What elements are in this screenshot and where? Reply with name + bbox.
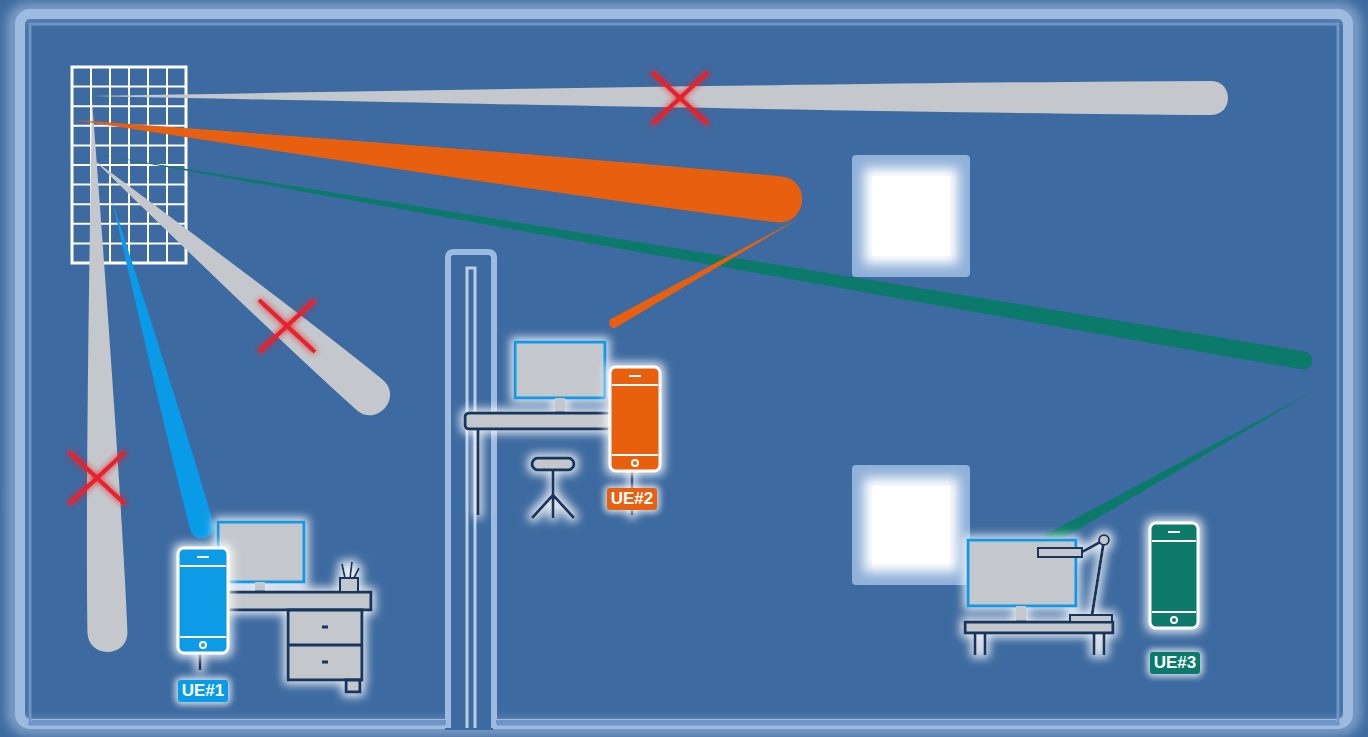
desk-3	[965, 535, 1113, 655]
floor-wall	[32, 720, 1336, 724]
reflected-beam-ue2	[609, 218, 800, 328]
phone-ue3	[1150, 523, 1198, 628]
blocked-mark	[69, 452, 125, 504]
cross-lines	[652, 72, 708, 124]
monitor-stand	[1016, 606, 1026, 622]
phone-button	[632, 460, 638, 466]
antenna-grid-line	[72, 105, 186, 107]
window-frame	[852, 465, 970, 585]
blocked-mark	[259, 300, 315, 352]
phone-ue1	[178, 548, 228, 653]
pen-cup	[340, 578, 358, 592]
antenna-grid-line	[72, 184, 186, 186]
window-pane	[872, 486, 950, 564]
partition-gap	[445, 254, 493, 730]
beam-ue1	[112, 200, 214, 538]
monitor	[218, 522, 304, 582]
pens	[342, 562, 359, 578]
stool-legs	[532, 470, 574, 518]
lamp-base	[1070, 615, 1112, 622]
cross-lines	[69, 452, 125, 504]
inner-wall	[30, 24, 1338, 724]
window	[852, 465, 970, 585]
window-frame	[852, 155, 970, 277]
antenna-grid-line	[72, 164, 186, 166]
monitor	[515, 342, 605, 398]
monitor-stand	[555, 398, 565, 413]
drawer-foot	[346, 680, 360, 692]
antenna-grid-line	[72, 86, 186, 88]
beams	[74, 81, 1312, 652]
desk-legs	[975, 633, 1104, 655]
window-light	[864, 168, 958, 264]
lamp-joint	[1099, 535, 1109, 545]
blocked-marks	[69, 72, 708, 504]
blocked-mark	[652, 72, 708, 124]
blocked-beam	[92, 81, 1228, 115]
phone-lines	[1152, 532, 1196, 612]
outer-wall	[20, 14, 1348, 724]
phone-lines	[612, 376, 658, 455]
phone-body	[178, 548, 228, 653]
beam-ue3	[100, 155, 1312, 370]
lamp-arm	[1082, 540, 1104, 615]
desk-top	[965, 622, 1113, 633]
beam-ue2	[74, 120, 802, 222]
antenna-grid-line	[72, 144, 186, 146]
stool-seat	[532, 458, 574, 470]
desk-top	[228, 592, 371, 610]
device-label: UE#2	[607, 488, 658, 510]
antenna-grid-line	[72, 203, 186, 205]
lamp-head	[1038, 548, 1082, 557]
antenna-grid-line	[72, 242, 186, 244]
phone-body	[1150, 523, 1198, 628]
device-label: UE#1	[178, 680, 229, 702]
phone-ue2	[610, 367, 660, 471]
frame-glow	[14, 10, 1354, 728]
phone-button	[1171, 617, 1177, 623]
phone-lines	[180, 557, 226, 637]
phone-button	[200, 642, 206, 648]
window	[852, 155, 970, 277]
partition-wall-core	[467, 268, 475, 728]
window-pane	[872, 176, 950, 256]
drawers	[288, 610, 362, 680]
device-label: UE#3	[1150, 652, 1201, 674]
phone-body	[610, 367, 660, 471]
cross-lines	[259, 300, 315, 352]
window-light	[864, 478, 958, 572]
partition-wall	[448, 252, 494, 728]
drawer-lines	[288, 627, 362, 662]
